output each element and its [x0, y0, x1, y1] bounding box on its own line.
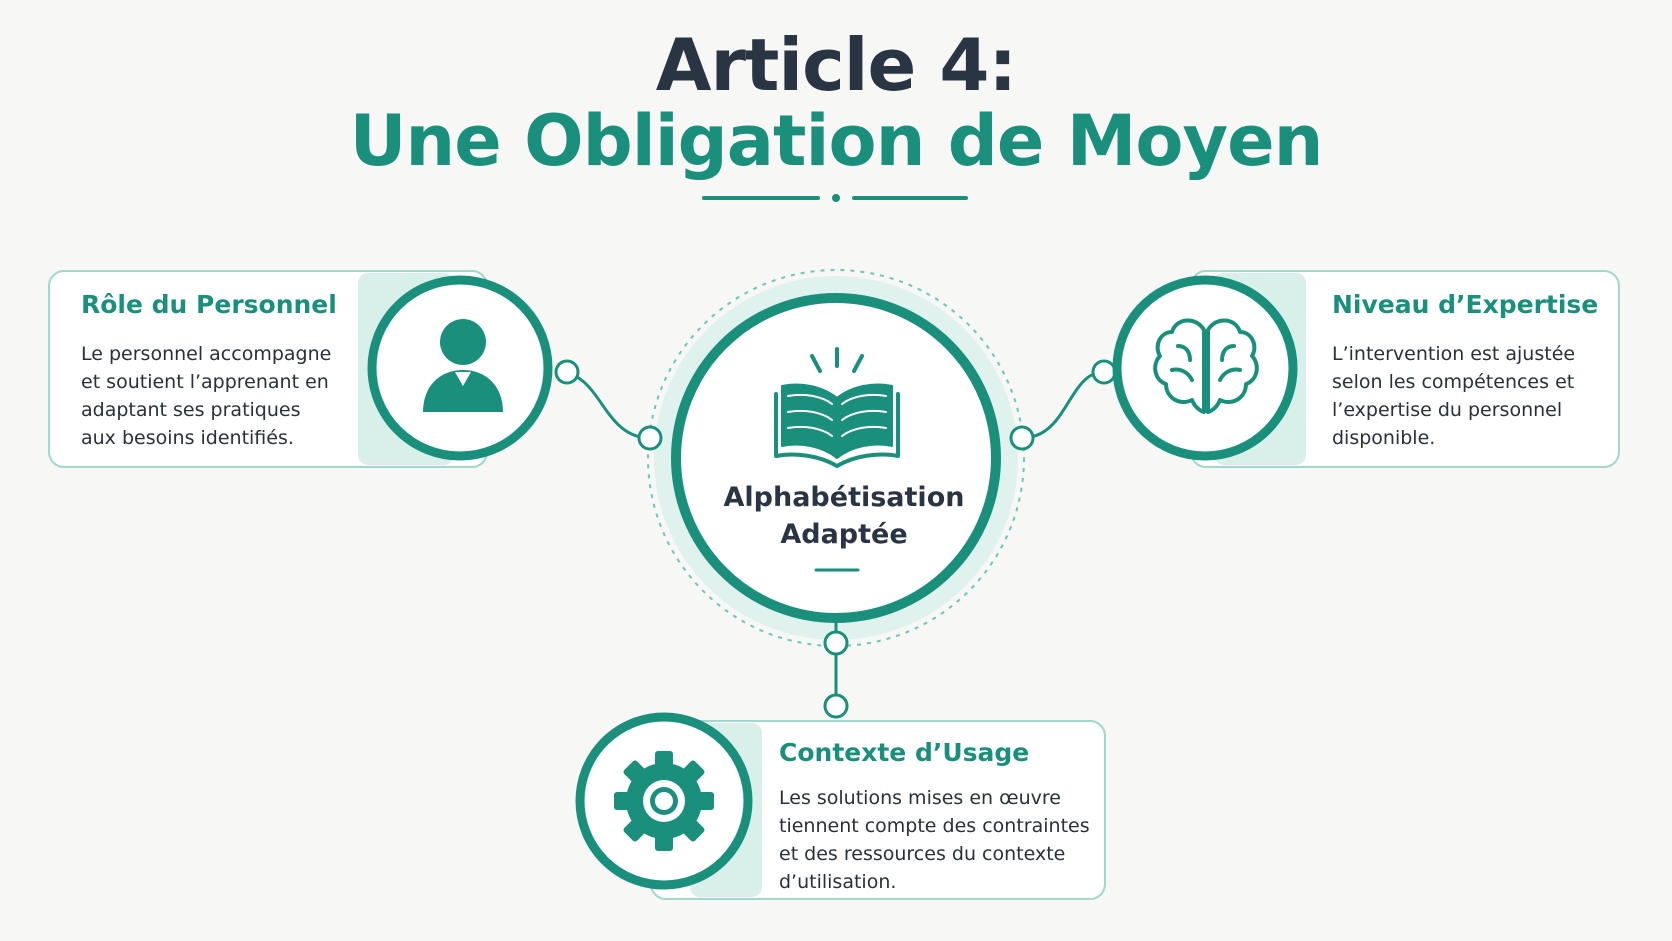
gear-icon — [614, 751, 714, 851]
card-expertise-text: L’intervention est ajustée selon les com… — [1332, 340, 1575, 452]
card-personnel-title: Rôle du Personnel — [81, 290, 337, 319]
card-expertise-title: Niveau d’Expertise — [1332, 290, 1599, 319]
card-contexte-text: Les solutions mises en œuvre tiennent co… — [779, 784, 1090, 896]
card-personnel-line: adaptant ses pratiques — [81, 399, 301, 421]
card-contexte-line: Les solutions mises en œuvre — [779, 787, 1061, 809]
card-personnel-line: Le personnel accompagne — [81, 343, 332, 365]
connector-node-right-inner — [1009, 425, 1035, 451]
connector-node-bottom-inner — [823, 630, 849, 656]
connector-right — [1021, 370, 1105, 440]
card-expertise-line: L’intervention est ajustée — [1332, 343, 1576, 365]
card-contexte-line: et des ressources du contexte — [779, 843, 1066, 865]
card-expertise-line: l’expertise du personnel — [1332, 399, 1563, 421]
brain-icon — [1153, 318, 1259, 414]
center-label-line-2: Adaptée — [780, 519, 908, 550]
connector-node-bottom-outer — [823, 693, 849, 719]
card-contexte-line: tiennent compte des contraintes — [779, 815, 1090, 837]
connector-node-left-inner — [637, 425, 663, 451]
connector-node-right-outer — [1091, 359, 1117, 385]
card-personnel-line: aux besoins identifiés. — [81, 427, 294, 449]
card-expertise-line: disponible. — [1332, 427, 1436, 449]
card-personnel-line: et soutient l’apprenant en — [81, 371, 329, 393]
title-divider — [702, 194, 968, 202]
card-contexte-title: Contexte d’Usage — [779, 738, 1030, 767]
card-contexte-line: d’utilisation. — [779, 871, 897, 893]
center-label-line-1: Alphabétisation — [723, 482, 965, 513]
card-expertise-line: selon les compétences et — [1332, 371, 1575, 393]
person-icon — [423, 319, 503, 412]
personnel-icon-circle — [367, 275, 553, 461]
title-line-1: Article 4: — [655, 23, 1017, 107]
title-line-2: Une Obligation de Moyen — [349, 100, 1324, 182]
card-personnel-text: Le personnel accompagne et soutient l’ap… — [81, 340, 331, 452]
open-book-icon — [774, 347, 900, 468]
connector-node-left-outer — [554, 359, 580, 385]
